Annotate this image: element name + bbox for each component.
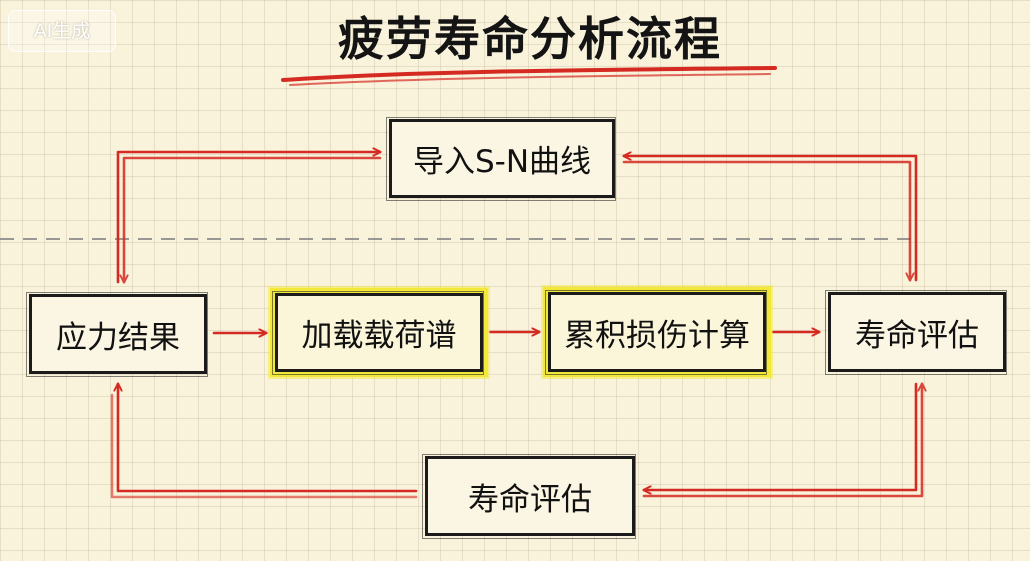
- node-life-eval-right-label: 寿命评估: [855, 317, 979, 354]
- edge-bottom-life-to-stress-stroke2: [110, 393, 418, 499]
- edge-stress-to-sn: [116, 152, 380, 284]
- diagram-title: 疲劳寿命分析流程: [338, 12, 722, 66]
- edge-sn-to-stress: [124, 156, 382, 282]
- title-underline: [281, 66, 777, 82]
- ai-generated-badge: AI生成: [8, 10, 116, 52]
- node-stress-result-label: 应力结果: [56, 319, 180, 356]
- node-life-eval-right: 寿命评估: [825, 290, 1007, 375]
- node-load-spectrum: 加载载荷谱: [272, 291, 484, 375]
- node-damage-calc: 累积损伤计算: [545, 290, 767, 375]
- edge-sn-to-life: [622, 160, 910, 280]
- node-stress-result: 应力结果: [26, 292, 208, 377]
- edge-life-to-sn: [624, 156, 918, 282]
- node-life-eval-bottom: 寿命评估: [422, 454, 636, 539]
- edge-bottom-life-to-right-life: [642, 384, 922, 498]
- title-underline-stroke2: [289, 73, 771, 86]
- node-life-eval-bottom-label: 寿命评估: [468, 481, 592, 518]
- node-sn-curve-label: 导入S-N曲线: [412, 144, 592, 180]
- edge-right-life-to-bottom-life: [644, 382, 918, 490]
- edge-bottom-life-to-stress: [118, 384, 418, 493]
- node-sn-curve: 导入S-N曲线: [386, 117, 616, 201]
- node-damage-calc-label: 累积损伤计算: [564, 317, 750, 354]
- node-load-spectrum-label: 加载载荷谱: [301, 318, 457, 354]
